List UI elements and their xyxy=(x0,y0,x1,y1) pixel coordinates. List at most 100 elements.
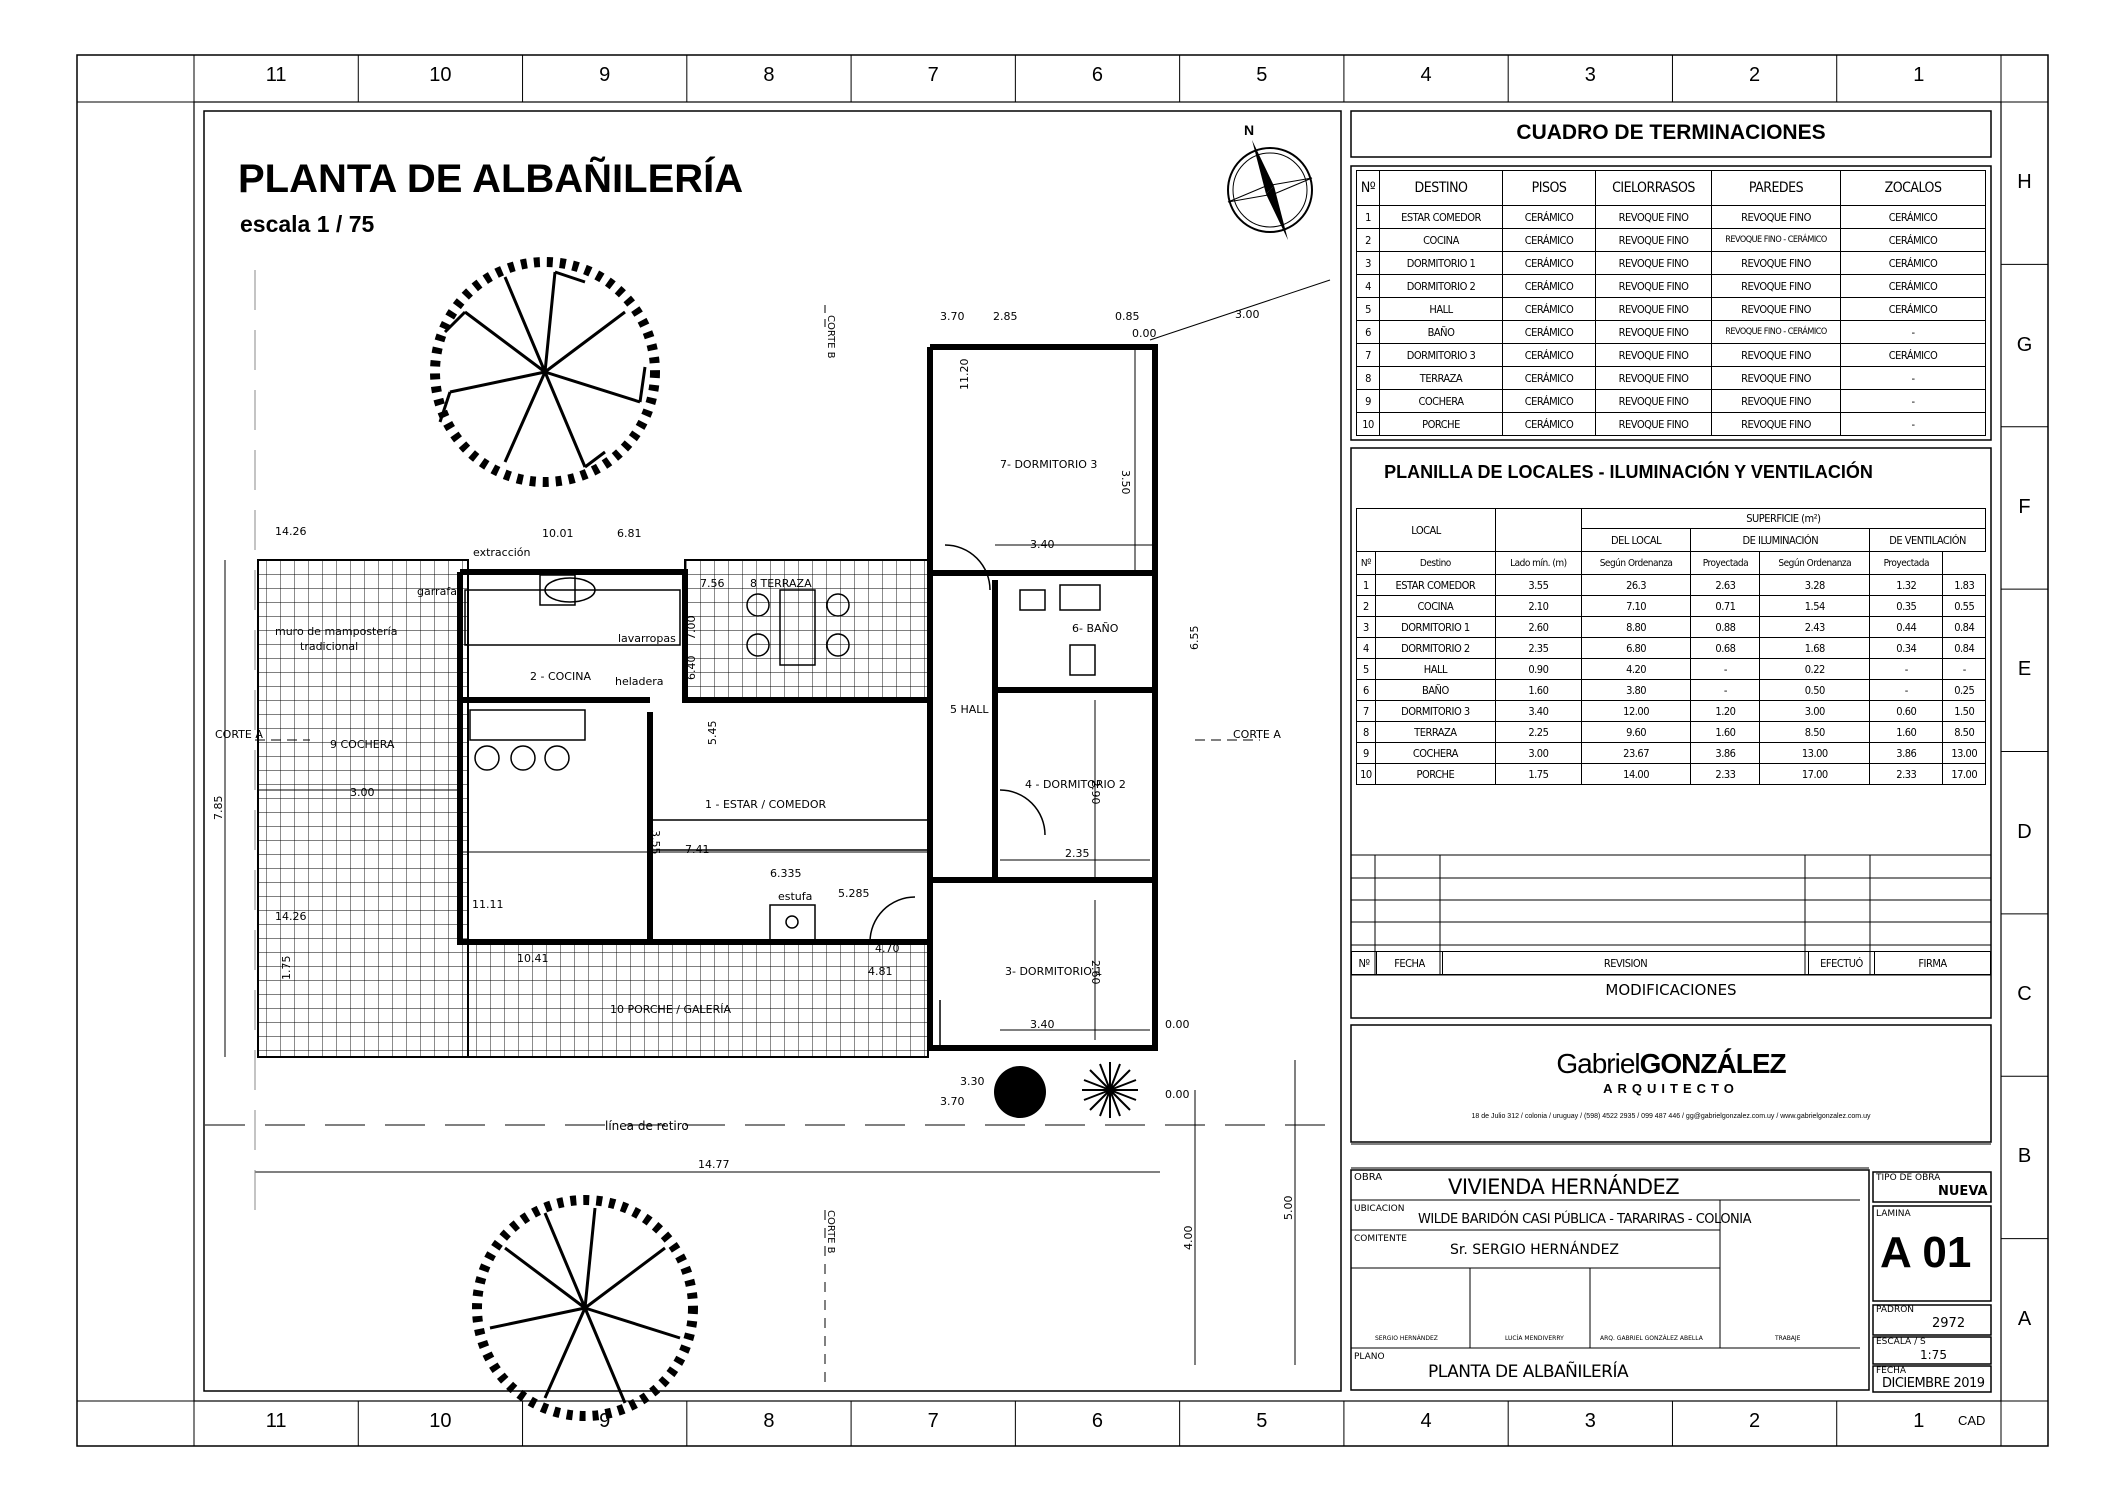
palm-icon xyxy=(1082,1062,1138,1118)
table-cell: 3.00 xyxy=(1759,700,1871,722)
table-cell: 1.20 xyxy=(1690,700,1761,722)
table-cell: 10 xyxy=(1356,412,1380,436)
table-cell: REVOQUE FINO xyxy=(1595,251,1712,275)
table-cell: DORMITORIO 3 xyxy=(1379,343,1503,367)
terminaciones-header: CIELORRASOS xyxy=(1595,170,1712,206)
grid-col-label: 9 xyxy=(599,1410,611,1432)
table-cell: COCINA xyxy=(1379,228,1503,252)
locales-h-del-local: DEL LOCAL xyxy=(1580,528,1692,552)
lvl-0-00b: 0.00 xyxy=(1165,1018,1190,1031)
locales-subheader: Proyectada xyxy=(1690,551,1761,575)
table-cell: REVOQUE FINO xyxy=(1595,297,1712,321)
tb-sign-1: SERGIO HERNÁNDEZ xyxy=(1375,1335,1438,1342)
grid-col-label: 1 xyxy=(1913,64,1925,86)
grid-col-label: 11 xyxy=(265,64,287,86)
grid-col-label: 3 xyxy=(1584,64,1596,86)
lvl-6-81: 6.81 xyxy=(617,527,642,540)
plan-scale: escala 1 / 75 xyxy=(240,211,374,237)
table-cell: 0.84 xyxy=(1942,616,1986,638)
table-cell: REVOQUE FINO xyxy=(1711,205,1841,229)
room-label-porche: 10 PORCHE / GALERÍA xyxy=(610,1003,731,1016)
terminaciones-header: PAREDES xyxy=(1711,170,1841,206)
room-label-dorm2: 4 - DORMITORIO 2 xyxy=(1025,778,1126,791)
table-cell: 2.60 xyxy=(1495,616,1582,638)
dim-7-85: 7.85 xyxy=(212,796,225,821)
table-cell: REVOQUE FINO xyxy=(1711,389,1841,413)
dim-4-00: 4.00 xyxy=(1182,1226,1195,1251)
table-cell: 0.44 xyxy=(1869,616,1944,638)
table-cell: CERÁMICO xyxy=(1840,228,1986,252)
table-cell: REVOQUE FINO xyxy=(1595,366,1712,390)
tb-comit-label: COMITENTE xyxy=(1354,1234,1407,1244)
table-cell: 1.75 xyxy=(1495,763,1582,785)
plan-title: PLANTA DE ALBAÑILERÍA xyxy=(238,155,743,201)
table-cell: 2.63 xyxy=(1690,574,1761,596)
table-cell: 1.32 xyxy=(1869,574,1944,596)
table-cell: 0.50 xyxy=(1759,679,1871,701)
table-cell: 2.10 xyxy=(1495,595,1582,617)
table-cell: 23.67 xyxy=(1580,742,1692,764)
grid-col-label: 10 xyxy=(429,64,452,86)
lvl-3-70b: 3.70 xyxy=(940,1095,965,1108)
table-cell: HALL xyxy=(1379,297,1503,321)
lvl-0-00c: 0.00 xyxy=(1165,1088,1190,1101)
table-cell: 14.00 xyxy=(1580,763,1692,785)
lvl-0-85: 0.85 xyxy=(1115,310,1140,323)
tb-escala: 1:75 xyxy=(1920,1348,1947,1362)
table-cell: - xyxy=(1690,658,1761,680)
tb-fecha: DICIEMBRE 2019 xyxy=(1882,1376,1985,1391)
mod-h-fecha: FECHA xyxy=(1376,951,1443,975)
note-corte-b-top: CORTE B xyxy=(825,315,836,359)
outer-frame xyxy=(76,54,2049,1447)
table-cell: 3.28 xyxy=(1759,574,1871,596)
table-cell: REVOQUE FINO xyxy=(1711,412,1841,436)
table-cell: 8 xyxy=(1356,721,1376,743)
grid-row-label: E xyxy=(2017,658,2032,681)
table-cell: 0.90 xyxy=(1495,658,1582,680)
grid-row-label: G xyxy=(2016,333,2033,356)
table-cell: - xyxy=(1840,320,1986,344)
table-cell: 0.84 xyxy=(1942,637,1986,659)
grid-col-label: 5 xyxy=(1256,1410,1268,1432)
table-cell: ESTAR COMEDOR xyxy=(1374,574,1497,596)
dim-2-35: 2.35 xyxy=(1065,847,1090,860)
tb-plano: PLANTA DE ALBAÑILERÍA xyxy=(1428,1362,1629,1382)
table-cell: 8.50 xyxy=(1942,721,1986,743)
brand-name-light: Gabriel xyxy=(1556,1048,1640,1079)
table-cell: DORMITORIO 2 xyxy=(1379,274,1503,298)
lvl-11-11: 11.11 xyxy=(472,898,504,911)
table-cell: 3.40 xyxy=(1495,700,1582,722)
locales-h-ilum: DE ILUMINACIÓN xyxy=(1690,528,1871,552)
note-corte-b-bottom: CORTE B xyxy=(825,1210,836,1254)
table-cell: 2.43 xyxy=(1759,616,1871,638)
table-cell: CERÁMICO xyxy=(1840,251,1986,275)
table-cell: REVOQUE FINO - CERÁMICO xyxy=(1711,228,1841,252)
lvl-7-56: 7.56 xyxy=(700,577,725,590)
table-cell: BAÑO xyxy=(1379,320,1503,344)
modificaciones-title: MODIFICACIONES xyxy=(1605,981,1737,999)
table-cell: 7.10 xyxy=(1580,595,1692,617)
table-cell: 1.68 xyxy=(1759,637,1871,659)
table-cell: 0.68 xyxy=(1690,637,1761,659)
lvl-6-335: 6.335 xyxy=(770,867,802,880)
shrub-icon xyxy=(994,1066,1046,1118)
svg-text:N: N xyxy=(1244,122,1254,138)
cad-label: CAD xyxy=(1958,1413,1986,1428)
grid-row-label: D xyxy=(2017,820,2032,843)
tb-sign-4: TRABAJE xyxy=(1775,1335,1801,1342)
table-cell: DORMITORIO 1 xyxy=(1374,616,1497,638)
grid-col-label: 10 xyxy=(429,1410,452,1432)
table-cell: 0.71 xyxy=(1690,595,1761,617)
tb-comit: Sr. SERGIO HERNÁNDEZ xyxy=(1450,1242,1620,1258)
table-cell: CERÁMICO xyxy=(1840,205,1986,229)
table-cell: REVOQUE FINO xyxy=(1595,389,1712,413)
table-cell: 0.25 xyxy=(1942,679,1986,701)
locales-subheader: Nº xyxy=(1356,551,1376,575)
north-arrow-icon: N xyxy=(1227,122,1313,240)
lvl-4-70: 4.70 xyxy=(875,942,900,955)
